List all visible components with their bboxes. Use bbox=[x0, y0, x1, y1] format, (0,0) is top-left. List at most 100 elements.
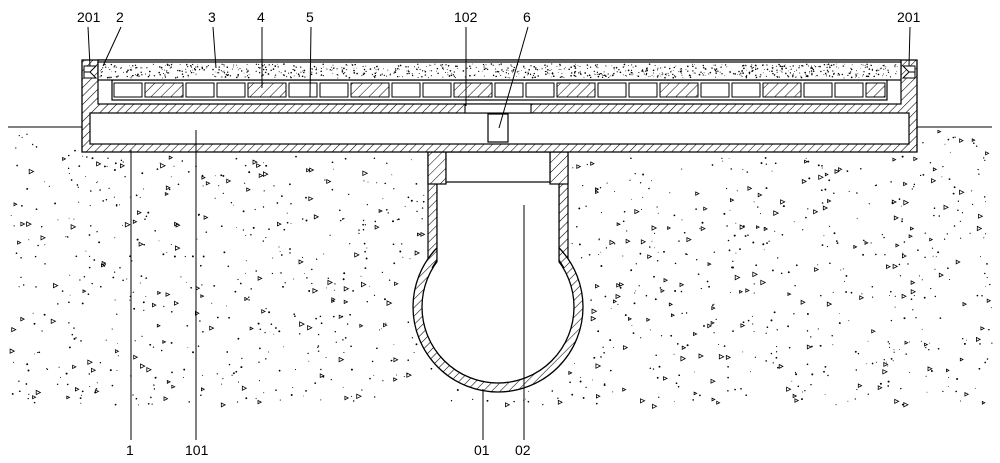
soil-speck bbox=[582, 396, 585, 399]
surface-speck bbox=[618, 69, 620, 71]
surface-speck bbox=[246, 71, 248, 73]
soil-speck bbox=[574, 362, 576, 364]
soil-speck bbox=[929, 342, 931, 344]
soil-speck bbox=[919, 174, 922, 177]
soil-speck bbox=[325, 356, 327, 358]
soil-aggregate bbox=[40, 235, 46, 241]
leader-2 bbox=[102, 26, 122, 67]
soil-aggregate bbox=[651, 225, 658, 231]
soil-speck bbox=[674, 262, 677, 265]
soil-speck bbox=[305, 196, 307, 199]
soil-aggregate bbox=[82, 289, 87, 294]
soil-speck bbox=[344, 337, 347, 339]
soil-speck bbox=[934, 295, 937, 298]
soil-speck bbox=[681, 219, 683, 221]
surface-speck bbox=[332, 64, 334, 66]
soil-speck bbox=[35, 146, 38, 148]
surface-speck bbox=[579, 66, 581, 67]
soil-speck bbox=[766, 326, 769, 329]
soil-speck bbox=[237, 337, 240, 340]
soil-speck bbox=[201, 284, 203, 286]
soil-aggregate bbox=[28, 168, 35, 175]
soil-speck bbox=[663, 250, 665, 253]
label-3: 3 bbox=[208, 9, 216, 25]
soil-speck bbox=[58, 366, 60, 368]
surface-speck bbox=[670, 70, 672, 72]
soil-speck bbox=[233, 204, 235, 206]
soil-speck bbox=[828, 179, 831, 182]
surface-speck bbox=[787, 76, 790, 78]
soil-aggregate bbox=[971, 138, 976, 143]
soil-speck bbox=[363, 180, 365, 182]
surface-speck bbox=[631, 64, 633, 66]
soil-speck bbox=[947, 385, 949, 387]
soil-speck bbox=[44, 263, 46, 265]
soil-speck bbox=[139, 196, 141, 199]
soil-speck bbox=[132, 291, 134, 293]
soil-speck bbox=[723, 345, 726, 347]
soil-aggregate bbox=[667, 226, 672, 230]
surface-speck bbox=[798, 67, 800, 69]
soil-speck bbox=[290, 203, 292, 205]
surface-speck bbox=[293, 69, 296, 72]
soil-speck bbox=[308, 360, 310, 362]
soil-speck bbox=[99, 189, 101, 191]
surface-speck bbox=[288, 72, 290, 74]
soil-speck bbox=[984, 272, 986, 275]
surface-speck bbox=[190, 71, 193, 74]
surface-speck bbox=[560, 65, 562, 67]
soil-speck bbox=[33, 322, 36, 325]
soil-speck bbox=[588, 253, 591, 256]
soil-aggregate bbox=[757, 192, 763, 198]
soil-speck bbox=[875, 253, 877, 256]
soil-aggregate bbox=[838, 167, 843, 172]
soil-speck bbox=[733, 234, 736, 237]
surface-speck bbox=[804, 71, 807, 74]
soil-speck bbox=[255, 270, 257, 272]
soil-speck bbox=[925, 375, 927, 377]
soil-speck bbox=[612, 347, 614, 348]
surface-speck bbox=[282, 74, 284, 76]
soil-speck bbox=[978, 367, 981, 370]
soil-aggregate bbox=[70, 224, 77, 230]
soil-speck bbox=[89, 386, 91, 387]
soil-speck bbox=[399, 250, 402, 253]
soil-speck bbox=[268, 311, 271, 314]
surface-speck bbox=[255, 70, 257, 72]
soil-speck bbox=[281, 195, 283, 197]
surface-speck bbox=[841, 73, 844, 76]
surface-speck bbox=[772, 67, 774, 69]
soil-aggregate bbox=[362, 170, 369, 177]
soil-speck bbox=[955, 390, 958, 393]
soil-aggregate bbox=[739, 289, 744, 294]
soil-speck bbox=[600, 265, 603, 267]
soil-speck bbox=[905, 353, 907, 355]
soil-aggregate bbox=[622, 387, 627, 392]
surface-speck bbox=[530, 73, 531, 75]
soil-speck bbox=[143, 243, 145, 246]
soil-speck bbox=[421, 207, 424, 209]
soil-speck bbox=[243, 182, 246, 184]
soil-aggregate bbox=[66, 395, 71, 400]
surface-speck bbox=[147, 75, 150, 78]
surface-speck bbox=[322, 63, 324, 65]
soil-speck bbox=[901, 403, 904, 406]
soil-speck bbox=[258, 361, 260, 363]
soil-speck bbox=[289, 252, 291, 254]
surface-speck bbox=[825, 74, 827, 76]
soil-speck bbox=[630, 199, 632, 200]
soil-speck bbox=[76, 184, 79, 186]
soil-speck bbox=[810, 336, 812, 338]
surface-speck bbox=[660, 67, 662, 69]
surface-speck bbox=[880, 67, 882, 70]
soil-speck bbox=[350, 368, 353, 371]
soil-speck bbox=[331, 188, 334, 191]
soil-aggregate bbox=[257, 399, 263, 405]
soil-speck bbox=[651, 240, 653, 242]
surface-speck bbox=[691, 63, 694, 65]
soil-speck bbox=[202, 185, 204, 187]
soil-speck bbox=[96, 231, 98, 233]
surface-speck bbox=[513, 66, 516, 69]
soil-speck bbox=[765, 163, 767, 165]
soil-speck bbox=[276, 202, 279, 204]
